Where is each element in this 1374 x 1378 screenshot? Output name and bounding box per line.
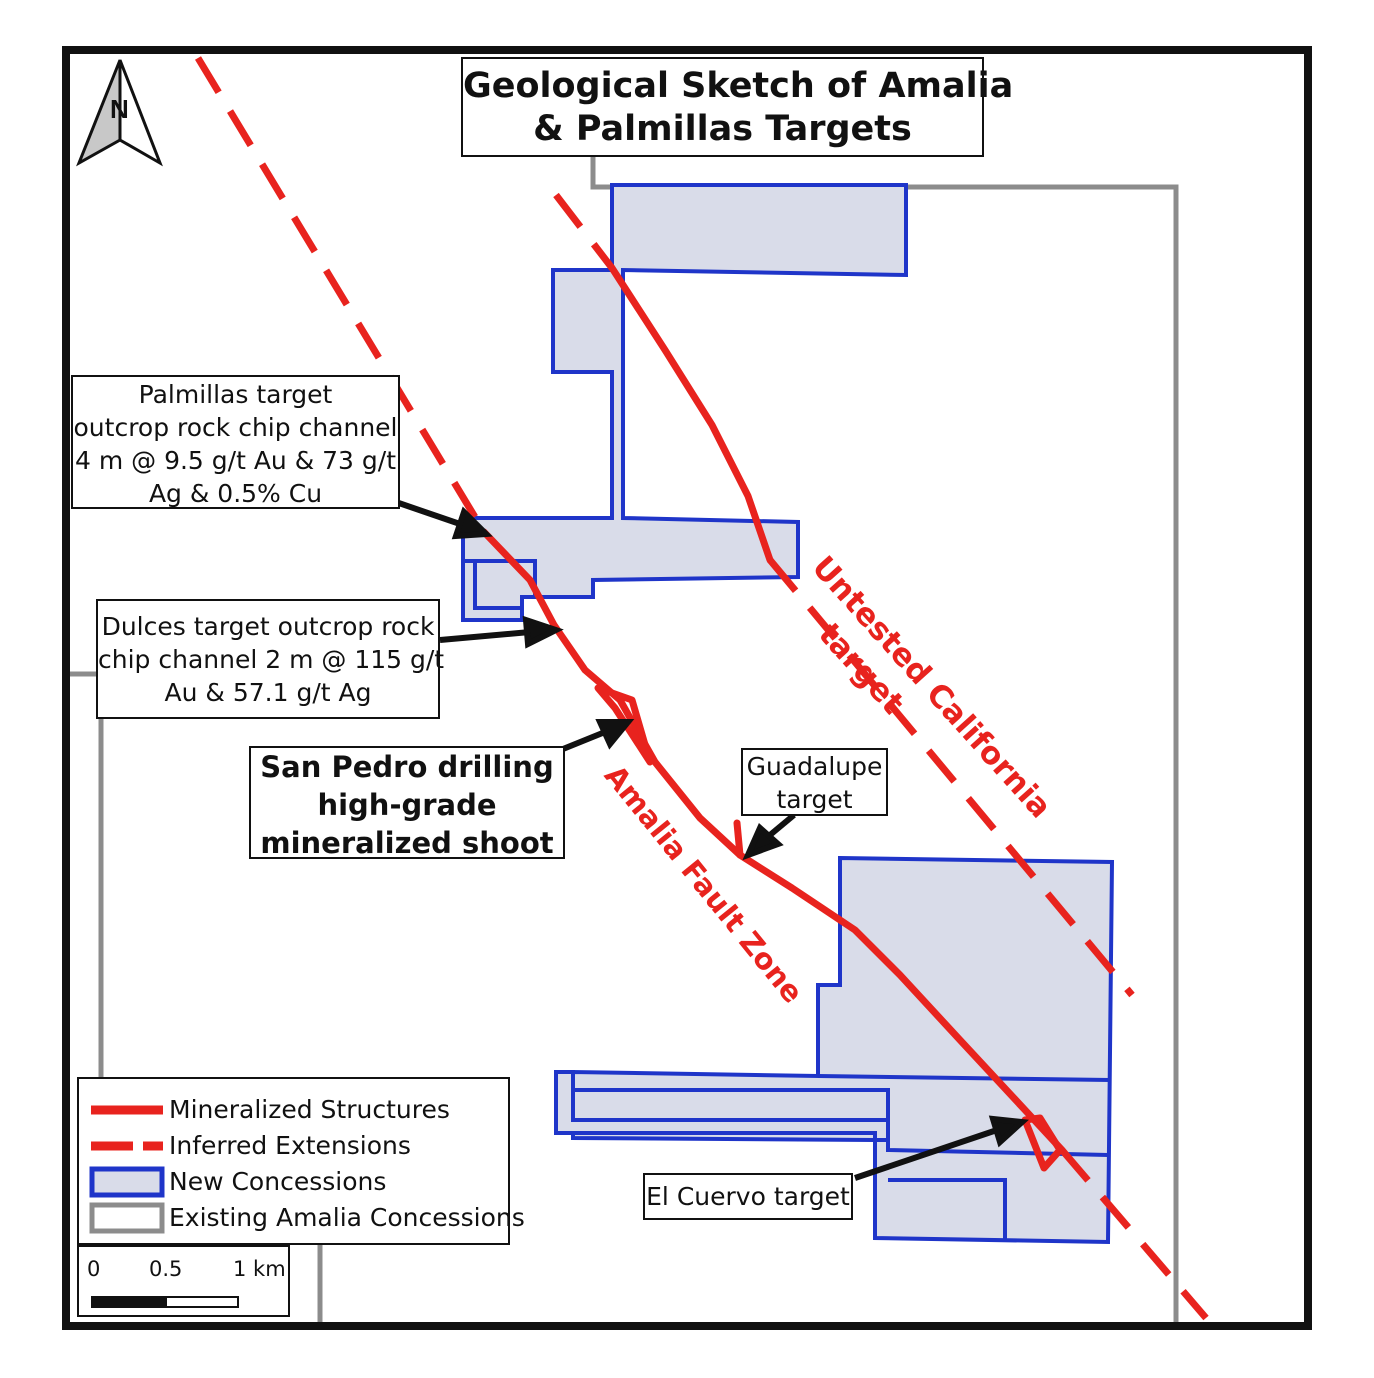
scale-tick-label: 0: [87, 1257, 101, 1281]
map-title-line-1: Geological Sketch of Amalia: [463, 66, 1014, 106]
legend-label: Inferred Extensions: [169, 1131, 411, 1160]
mineralized-structures: [480, 264, 1066, 1172]
san-pedro-shoot-shape: [594, 684, 654, 766]
amalia-fault-zone: [480, 528, 1066, 1154]
callout-line: outcrop rock chip channel: [73, 413, 398, 442]
scale-bar-graphic: [91, 1296, 239, 1308]
scale-bar: 0 0.5 1 km: [77, 1245, 290, 1317]
callout-line: high-grade: [317, 788, 497, 822]
new-concessions: [461, 183, 1115, 1245]
map-title-line-2: & Palmillas Targets: [533, 109, 912, 149]
callout-line: Au & 57.1 g/t Ag: [164, 678, 372, 707]
legend-item-mineralized: Mineralized Structures: [89, 1093, 450, 1127]
callout-arrows: [389, 497, 1029, 1181]
concession-south: [571, 855, 1115, 1245]
north-arrow-icon: [76, 59, 163, 167]
callout-palmillas: Palmillas target outcrop rock chip chann…: [71, 375, 400, 509]
callout-line: 4 m @ 9.5 g/t Au & 73 g/t: [74, 446, 397, 475]
callout-line: target: [776, 785, 853, 814]
blue-box-icon: [89, 1166, 165, 1198]
scale-tick-label: 1 km: [233, 1257, 286, 1281]
callout-dulces: Dulces target outcrop rock chip channel …: [96, 599, 445, 719]
callout-line: Ag & 0.5% Cu: [148, 479, 323, 508]
callout-line: chip channel 2 m @ 115 g/t: [98, 645, 445, 674]
legend-item-existing-concessions: Existing Amalia Concessions: [89, 1201, 525, 1235]
callout-san-pedro: San Pedro drilling high-grade mineralize…: [249, 746, 565, 860]
solid-line-icon: [91, 1105, 163, 1115]
legend-label: Mineralized Structures: [169, 1095, 450, 1124]
legend-label: Existing Amalia Concessions: [169, 1203, 525, 1232]
callout-line: Palmillas target: [138, 380, 333, 409]
callout-line: El Cuervo target: [646, 1182, 850, 1211]
el-cuervo-shape: [1021, 1114, 1064, 1172]
callout-line: Dulces target outcrop rock: [101, 612, 435, 641]
callout-line: mineralized shoot: [260, 826, 554, 860]
map-legend: Mineralized Structures Inferred Extensio…: [77, 1077, 525, 1245]
map-title: Geological Sketch of Amalia & Palmillas …: [461, 57, 1014, 157]
callout-guadalupe: Guadalupe target: [741, 748, 888, 816]
callout-el-cuervo: El Cuervo target: [643, 1173, 853, 1220]
north-arrow-letter: N: [110, 94, 129, 124]
legend-item-inferred: Inferred Extensions: [89, 1129, 411, 1163]
grey-box-icon: [89, 1202, 165, 1234]
inferred-extensions: [195, 56, 1209, 1321]
new-concession-internal-lines: [473, 561, 1111, 1240]
callout-line: San Pedro drilling: [260, 750, 554, 784]
callout-line: Guadalupe: [746, 752, 883, 781]
concession-west-strip: [461, 559, 537, 622]
scale-tick-label: 0.5: [149, 1257, 183, 1281]
dashed-line-icon: [91, 1141, 163, 1151]
legend-label: New Concessions: [169, 1167, 387, 1196]
california-structure: [608, 264, 774, 564]
legend-item-new-concessions: New Concessions: [89, 1165, 386, 1199]
